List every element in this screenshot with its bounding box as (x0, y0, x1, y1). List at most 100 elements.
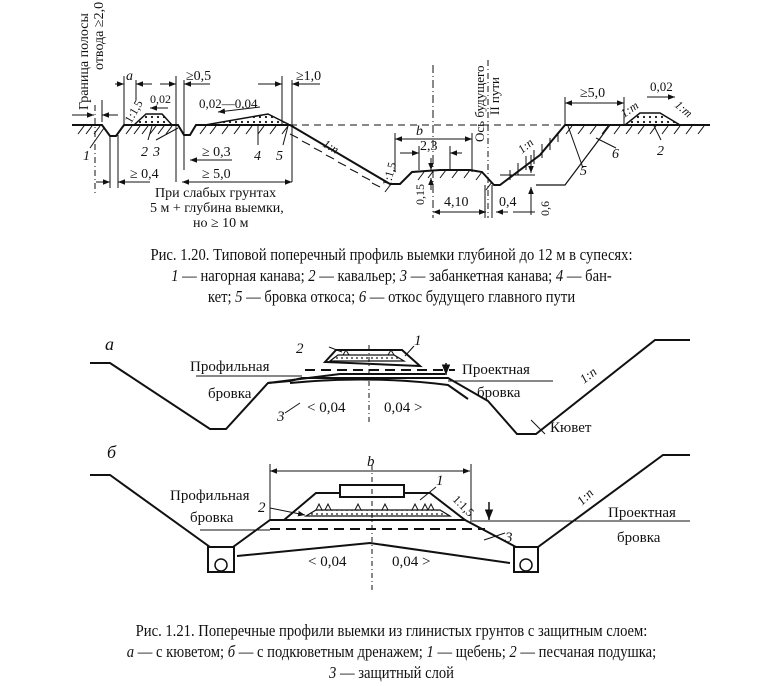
dim-23: 2,3 (420, 139, 438, 154)
cut-profile-b (90, 454, 690, 573)
callout-3: 3 (152, 145, 160, 160)
ground-profile (72, 124, 710, 193)
legend-num: б (227, 642, 236, 661)
slope-1n-left: 1:n (321, 136, 342, 156)
legend-text: — с кюветом; (134, 642, 228, 661)
legend-num: 4 (555, 266, 564, 285)
dim-06: 0,6 (538, 201, 552, 216)
figure-1-20-caption: Рис. 1.20. Типовой поперечный профиль вы… (55, 244, 728, 307)
slope-1n-right: 1:n (515, 135, 536, 156)
legend-text: — щебень; (433, 642, 510, 661)
caption-legend-line-1: а — с кюветом; б — с подкюветным дренаже… (55, 641, 728, 662)
legend-text: кет; (207, 287, 236, 306)
dim-b-width: b (367, 454, 375, 470)
callout-2a: 2 (141, 145, 148, 160)
legend-text: — песчаная подушка; (516, 642, 657, 661)
legend-text: — нагорная канава; (178, 266, 309, 285)
caption-title: Рис. 1.21. Поперечные профили выемки из … (135, 621, 648, 640)
dim-ge50-left: ≥ 5,0 (202, 167, 231, 182)
slope-002-004: 0,02—0,04 (199, 96, 258, 111)
legend-num: а (126, 642, 135, 661)
legend-num: 3 (399, 266, 408, 285)
sand-cushion-b (303, 509, 453, 517)
sleeper (339, 484, 405, 498)
slope-002-right: 0,02 (650, 79, 673, 94)
subfigure-a-letter: а (105, 334, 114, 354)
ballast-b (281, 492, 468, 521)
dim-ge04: ≥ 0,4 (130, 167, 159, 182)
dim-ge10: ≥1,0 (296, 69, 321, 84)
cut-profile-a (90, 339, 690, 435)
callout-b-3: 3 (504, 530, 513, 546)
dim-ge05: ≥0,5 (186, 69, 211, 84)
dim-ge50-right: ≥5,0 (580, 86, 605, 101)
callout-4: 4 (254, 149, 261, 164)
callout-1: 1 (83, 149, 90, 164)
legend-text: — с подкюветным дренажем; (235, 642, 427, 661)
soft-soil-note-3: но ≥ 10 м (193, 216, 249, 230)
legend-text: — кавальер; (315, 266, 400, 285)
axis-label-1: Ось будущего (472, 65, 487, 142)
subfigure-b-letter: б (107, 442, 117, 462)
project-edge-label-a-2: бровка (477, 385, 521, 401)
legend-text: — бан- (563, 266, 612, 285)
callout-b-1: 1 (436, 473, 444, 489)
slope-15-mid: 1:1,5 (379, 161, 399, 188)
slope-1n-b: 1:n (574, 485, 597, 508)
profile-edge-label-a-2: бровка (208, 386, 252, 402)
legend-num: 2 (308, 266, 316, 285)
slope-1m-b: 1:m (672, 98, 696, 121)
slope-left-b: < 0,04 (308, 554, 347, 570)
slope-left-a: < 0,04 (307, 400, 346, 416)
slope-002: 0,02 (150, 92, 171, 106)
slope-right-a: 0,04 > (384, 400, 422, 416)
legend-num: 1 (426, 642, 434, 661)
figure-1-20-drawing: Граница полосы отвода ≥2,0 a ≥0,5 ≥1,0 1… (72, 2, 710, 230)
legend-text: — бровка откоса; (242, 287, 359, 306)
dim-04: 0,4 (499, 195, 517, 210)
figure-1-21-caption: Рис. 1.21. Поперечные профили выемки из … (55, 620, 728, 683)
drain-pipe-left (214, 558, 228, 572)
boundary-label-1: Граница полосы (77, 13, 92, 110)
callout-5a: 5 (276, 149, 283, 164)
soft-soil-note-2: 5 м + глубина выемки, (150, 201, 284, 216)
sand-cushion-a (328, 354, 407, 362)
callout-a-1: 1 (414, 333, 422, 349)
kyuvet-label: Кювет (550, 420, 592, 436)
callout-5b: 5 (580, 164, 587, 179)
legend-text: — откос будущего главного пути (366, 287, 576, 306)
ballast-a (322, 349, 423, 368)
caption-legend-line-1: 1 — нагорная канава; 2 — кавальер; 3 — з… (55, 265, 728, 286)
slope-right-b: 0,04 > (392, 554, 430, 570)
profile-edge-label-a-1: Профильная (190, 359, 270, 375)
project-edge-label-b-2: бровка (617, 530, 661, 546)
legend-num: 1 (171, 266, 179, 285)
dim-410: 4,10 (444, 195, 469, 210)
legend-text: — защитный слой (336, 663, 455, 682)
slope-15-b: 1:1,5 (450, 492, 477, 519)
project-edge-label-b-1: Проектная (608, 505, 676, 521)
legend-num: 3 (328, 663, 337, 682)
profile-edge-label-b-2: бровка (190, 510, 234, 526)
callout-2b: 2 (657, 144, 664, 159)
dim-015: 0,15 (413, 184, 427, 205)
axis-label-2: II пути (487, 77, 502, 115)
caption-legend-line-2: 3 — защитный слой (55, 662, 728, 683)
callout-6: 6 (612, 147, 619, 162)
slope-1n-a: 1:n (577, 364, 600, 386)
callout-a-3: 3 (276, 409, 285, 425)
project-edge-label-a-1: Проектная (462, 362, 530, 378)
dim-b: b (416, 124, 423, 139)
banket (204, 113, 291, 126)
dim-a: a (126, 69, 133, 84)
legend-num: 2 (509, 642, 517, 661)
legend-num: 6 (358, 287, 367, 306)
kavalier-left (132, 113, 174, 126)
caption-legend-line-2: кет; 5 — бровка откоса; 6 — откос будуще… (55, 286, 728, 307)
kavalier-right (622, 112, 683, 126)
legend-text: — забанкетная канава; (407, 266, 556, 285)
boundary-label-2: отвода ≥2,0 (92, 2, 107, 70)
dim-ge03: ≥ 0,3 (202, 145, 231, 160)
legend-num: 5 (235, 287, 243, 306)
soft-soil-note-1: При слабых грунтах (155, 186, 276, 201)
